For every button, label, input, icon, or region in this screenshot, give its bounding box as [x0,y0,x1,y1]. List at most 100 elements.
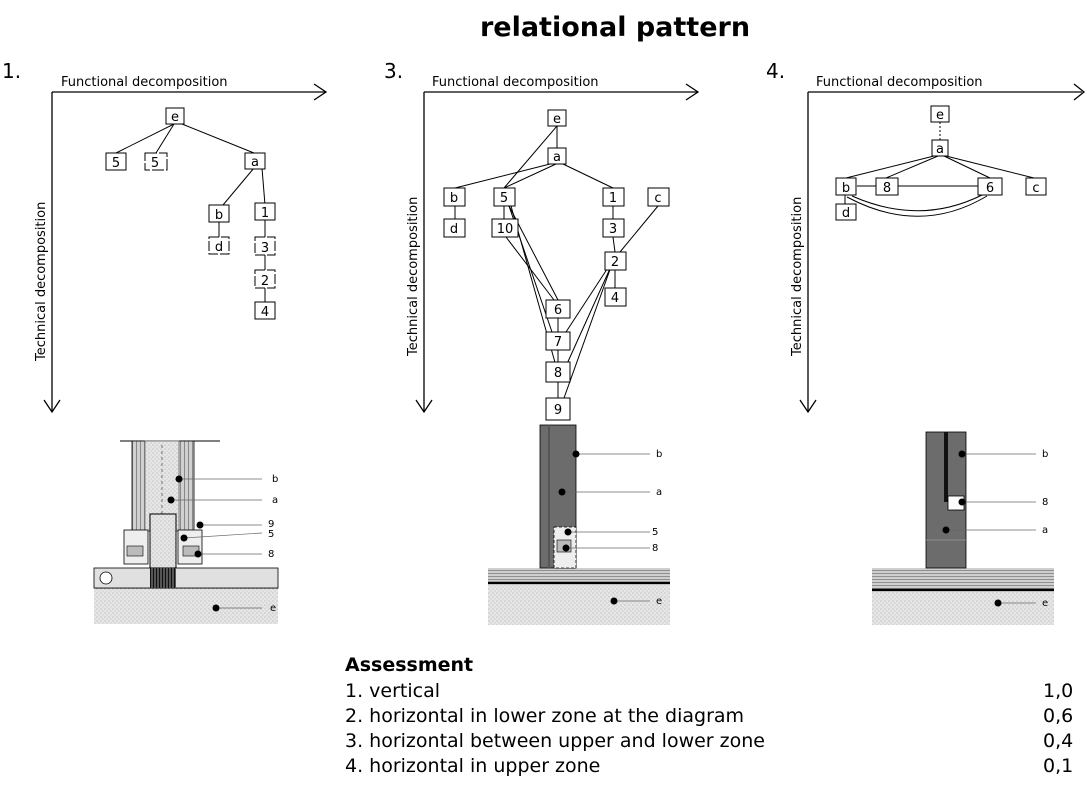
callout-8: 8 [1042,497,1048,508]
svg-text:7: 7 [554,335,562,350]
node-e: e [547,109,567,127]
assessment-label: 4. horizontal in upper zone [345,755,601,777]
functional-axis-label: Functional decomposition [816,75,983,90]
svg-text:a: a [936,142,944,157]
node-10: 10 [491,218,519,238]
node-6: 6 [977,177,1003,196]
functional-axis [808,83,1086,101]
technical-axis [43,92,61,414]
node-a: a [547,147,567,165]
callout-b: b [272,474,278,485]
assessment-item: 1. vertical 1,0 [345,679,1087,704]
callout-e: e [1042,598,1048,609]
assessment-label: 2. horizontal in lower zone at the diagr… [345,705,745,727]
tree-edges [115,123,266,302]
construction-section: b a 9 5 8 e [93,440,279,624]
callout-e: e [270,603,276,614]
callout-a: a [656,487,662,498]
svg-text:2: 2 [261,274,269,289]
callout-a: a [1042,525,1048,536]
panel-3: 3. Functional decomposition Technical de… [384,59,700,625]
functional-axis [424,83,700,101]
node-d: d [835,203,857,221]
assessment-value: 0,4 [1043,730,1074,752]
svg-text:a: a [553,150,561,165]
callout-8: 8 [652,543,658,554]
technical-axis-label: Technical decomposition [790,197,805,357]
callout-e: e [656,596,662,607]
node-d: d [443,218,466,238]
svg-text:d: d [450,222,458,237]
technical-axis-label: Technical decomposition [406,197,421,357]
svg-text:a: a [251,155,259,170]
node-1: 1 [602,187,625,207]
panel-number: 1. [2,59,21,83]
node-e: e [165,107,185,125]
node-c: c [1025,177,1047,196]
node-e: e [930,105,950,123]
svg-text:8: 8 [883,181,891,196]
node-b: b [443,187,466,207]
svg-text:8: 8 [554,366,562,381]
node-3: 3 [254,236,276,256]
svg-text:6: 6 [986,181,994,196]
svg-text:2: 2 [611,255,619,270]
technical-axis [415,92,433,414]
assessment-label: 1. vertical [345,680,441,702]
functional-axis [52,83,328,101]
assessment-item: 4. horizontal in upper zone 0,1 [345,754,1087,779]
svg-text:10: 10 [497,222,514,237]
tree-edges [454,125,659,399]
node-1: 1 [254,202,276,221]
svg-text:b: b [450,191,458,206]
construction-section: b 8 a e [872,431,1054,625]
svg-text:3: 3 [261,241,269,256]
svg-text:d: d [842,206,850,221]
svg-text:9: 9 [554,403,562,418]
diagram-title: relational pattern [480,12,750,43]
svg-text:1: 1 [261,206,269,221]
technical-axis-label: Technical decomposition [34,202,49,362]
svg-text:e: e [936,108,944,123]
node-d: d [208,236,230,255]
assessment-section: Assessment 1. vertical 1,0 2. horizontal… [345,652,1087,779]
svg-text:d: d [215,240,223,255]
svg-text:c: c [654,191,661,206]
node-2: 2 [254,269,276,289]
callout-9: 9 [268,519,274,530]
callout-a: a [272,495,278,506]
node-5: 5 [144,152,168,171]
assessment-value: 0,6 [1043,705,1074,727]
node-8: 8 [545,361,571,383]
assessment-item: 3. horizontal between upper and lower zo… [345,729,1087,754]
node-5: 5 [493,187,516,207]
svg-text:5: 5 [500,191,508,206]
node-7: 7 [545,331,571,351]
svg-text:4: 4 [261,305,269,320]
technical-axis [799,92,817,414]
svg-text:e: e [171,110,179,125]
panel-4: 4. Functional decomposition Technical de… [766,59,1086,625]
svg-text:5: 5 [112,156,120,171]
svg-text:b: b [215,208,223,223]
svg-text:e: e [553,112,561,127]
node-a: a [931,139,949,157]
callout-5: 5 [268,529,274,540]
assessment-value: 1,0 [1043,680,1074,702]
callout-8: 8 [268,549,274,560]
svg-text:3: 3 [609,222,617,237]
node-9: 9 [545,397,571,421]
svg-text:5: 5 [151,156,159,171]
svg-text:b: b [842,181,850,196]
node-a: a [244,152,266,170]
assessment-heading: Assessment [345,654,474,676]
node-8: 8 [875,177,899,196]
node-c: c [647,187,670,207]
tree-edges [844,122,1035,217]
node-b: b [208,204,230,223]
node-5: 5 [105,152,127,171]
panel-1: 1. Functional decomposition Technical de… [2,59,328,624]
svg-text:1: 1 [609,191,617,206]
assessment-value: 0,1 [1043,755,1074,777]
